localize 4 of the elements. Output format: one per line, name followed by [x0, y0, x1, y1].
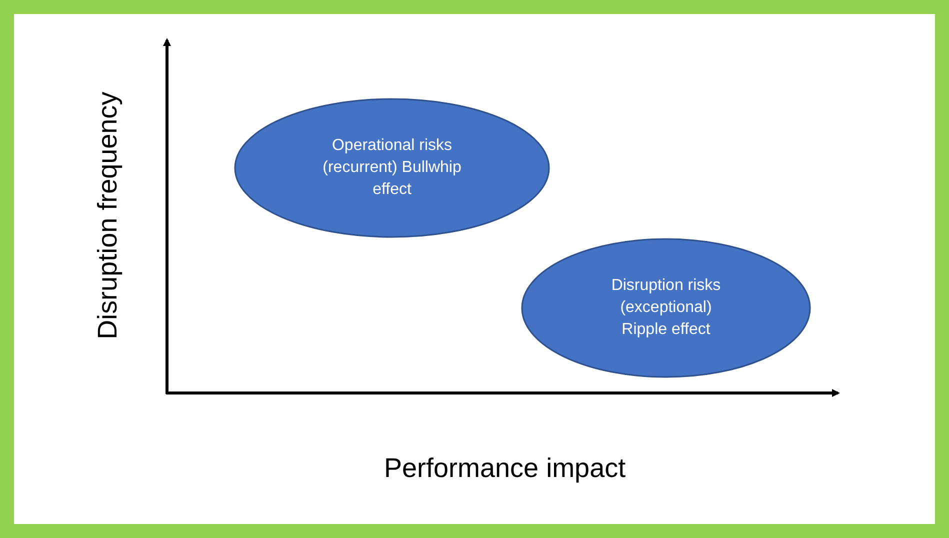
ellipse-text: Operational risks (recurrent) Bullwhip effect: [322, 136, 462, 200]
y-axis-label: Disruption frequency: [92, 91, 124, 339]
x-axis-label: Performance impact: [384, 452, 626, 484]
ellipse-text: Disruption risks (exceptional) Ripple effect: [610, 276, 722, 340]
